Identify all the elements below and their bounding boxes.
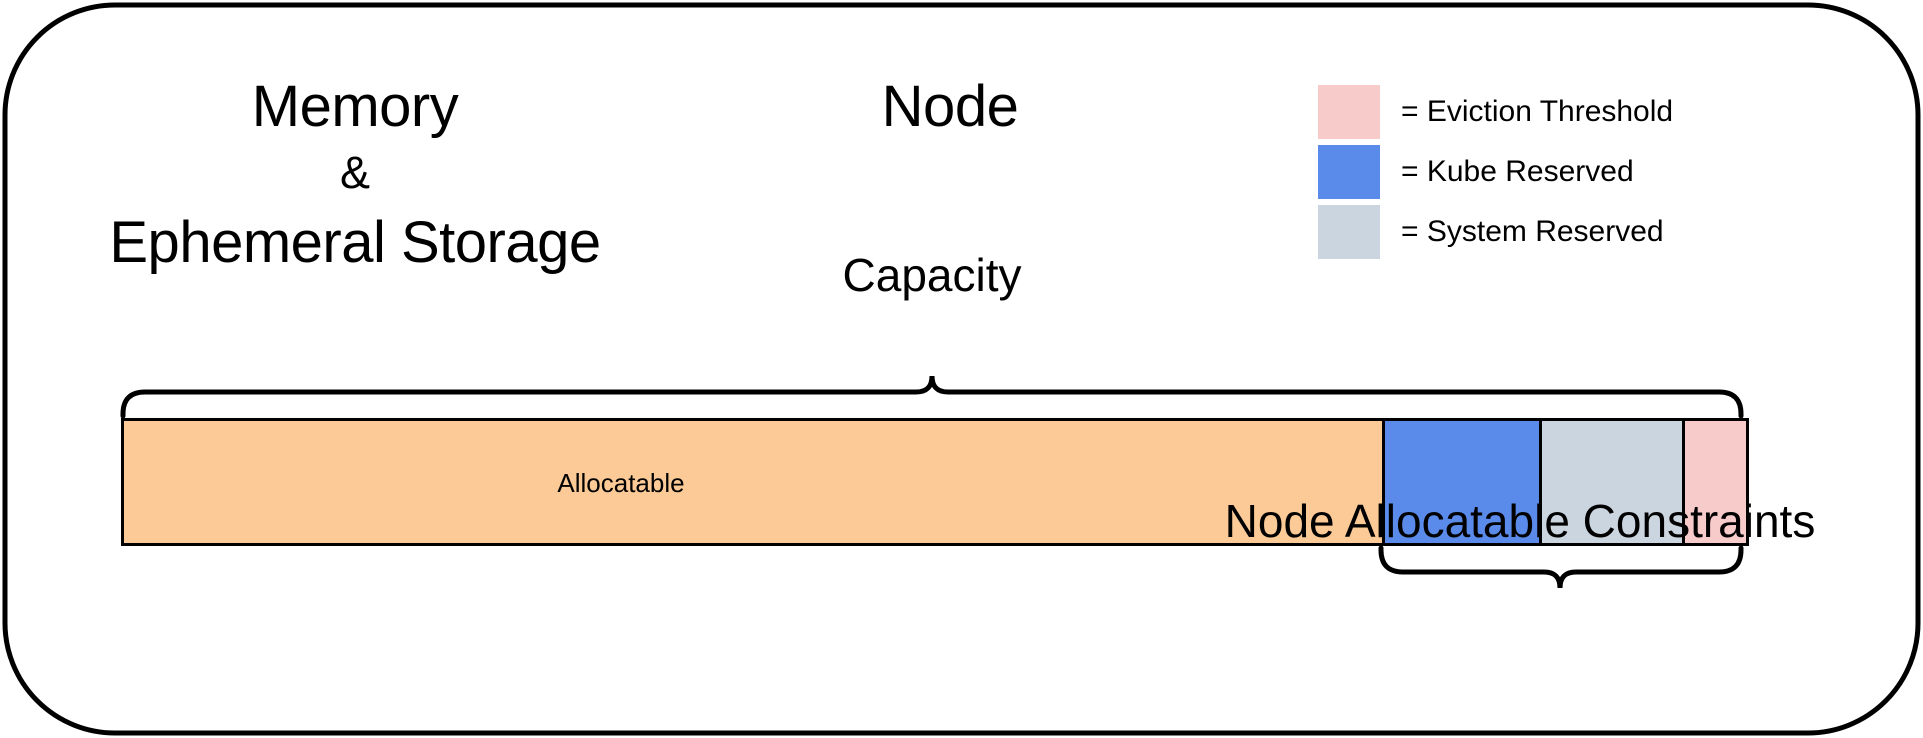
node-allocatable-constraints-brace [1378, 545, 1744, 589]
capacity-bar [121, 418, 1749, 546]
legend-item-kube-reserved: = Kube Reserved [1318, 142, 1673, 202]
legend-label-system-reserved: = System Reserved [1401, 215, 1664, 248]
bar-segment-eviction-threshold [1682, 421, 1746, 543]
legend-label-eviction-threshold: = Eviction Threshold [1401, 95, 1674, 128]
node-allocatable-constraints-label: Node Allocatable Constraints [1224, 495, 1816, 547]
title-ampersand: & [339, 147, 370, 198]
legend-item-system-reserved: = System Reserved [1318, 202, 1673, 262]
legend: = Eviction Threshold = Kube Reserved = S… [1318, 82, 1673, 262]
title-ephemeral-storage: Ephemeral Storage [109, 210, 601, 275]
capacity-label: Capacity [842, 249, 1022, 301]
legend-label-kube-reserved: = Kube Reserved [1401, 155, 1634, 188]
allocatable-label: Allocatable [557, 468, 685, 498]
bar-segment-system-reserved [1539, 421, 1682, 543]
system-reserved-swatch [1318, 205, 1380, 259]
bar-segment-allocatable [124, 421, 1382, 543]
kube-reserved-swatch [1318, 145, 1380, 199]
eviction-threshold-swatch [1318, 85, 1380, 139]
capacity-brace [120, 375, 1744, 419]
title-memory: Memory [251, 74, 459, 139]
title-node: Node [881, 74, 1019, 139]
legend-item-eviction-threshold: = Eviction Threshold [1318, 82, 1673, 142]
bar-segment-kube-reserved [1382, 421, 1539, 543]
